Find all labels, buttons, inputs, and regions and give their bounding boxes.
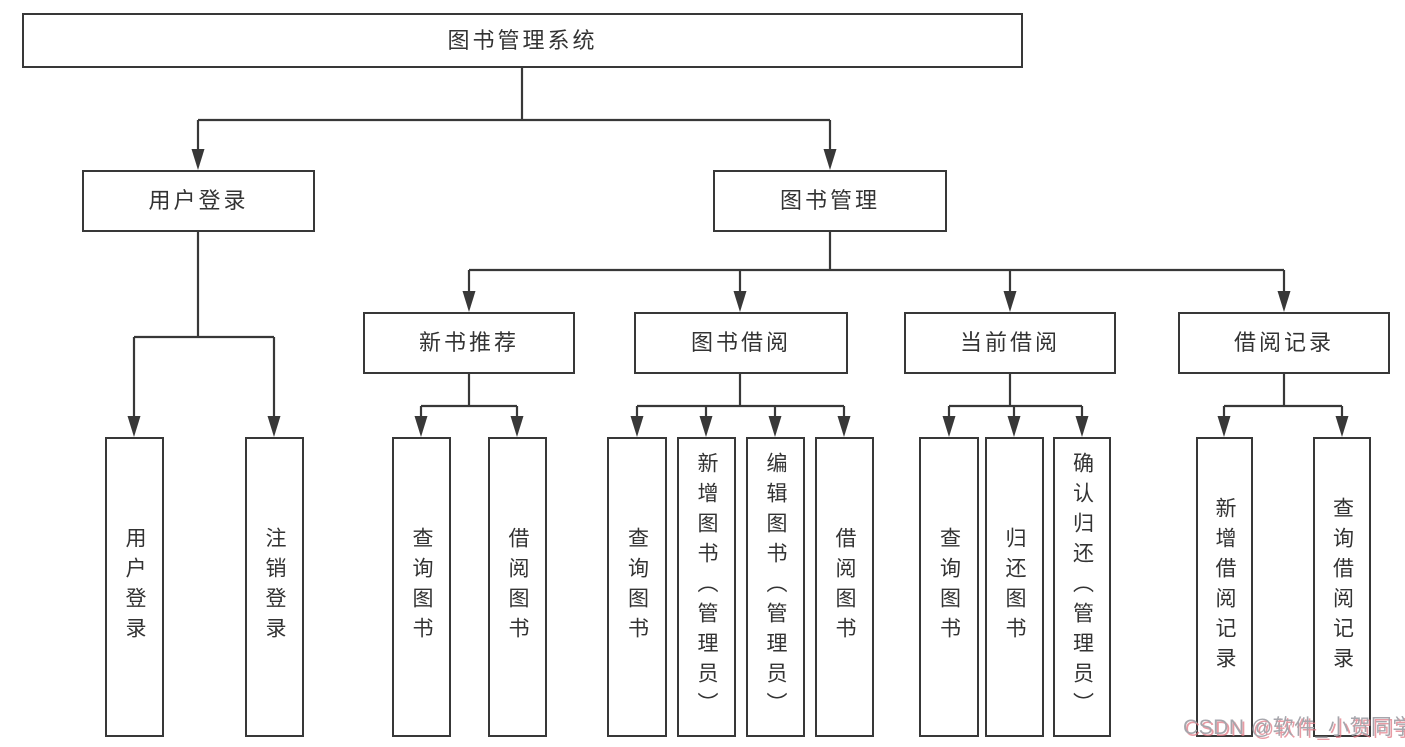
leaf-logout: 注销登录 xyxy=(245,437,304,737)
leaf-query-books-borrowing: 查询图书 xyxy=(607,437,667,737)
leaf-edit-books-admin: 编辑图书（管理员） xyxy=(746,437,805,737)
leaf-query-books-recommend: 查询图书 xyxy=(392,437,451,737)
connector-book-management-to-level3 xyxy=(467,232,1286,293)
connector-current-borrow-to-leaves xyxy=(947,374,1084,418)
connector-new-book-to-leaves xyxy=(419,374,519,418)
leaf-query-borrow-record: 查询借阅记录 xyxy=(1313,437,1371,737)
node-book-borrowing: 图书借阅 xyxy=(634,312,848,374)
leaf-confirm-return-admin: 确认归还（管理员） xyxy=(1053,437,1111,737)
connector-user-login-to-leaves xyxy=(132,232,276,418)
node-library-management-system: 图书管理系统 xyxy=(22,13,1023,68)
leaf-add-borrow-record: 新增借阅记录 xyxy=(1196,437,1253,737)
leaf-add-books-admin: 新增图书（管理员） xyxy=(677,437,736,737)
csdn-watermark: CSDN @软件_小贺同学 xyxy=(1183,716,1405,739)
connector-book-borrow-to-leaves xyxy=(635,374,846,418)
connector-root-to-level2 xyxy=(196,68,832,151)
leaf-borrow-books: 借阅图书 xyxy=(815,437,874,737)
node-user-login: 用户登录 xyxy=(82,170,315,232)
leaf-user-login: 用户登录 xyxy=(105,437,164,737)
leaf-query-books-current: 查询图书 xyxy=(919,437,979,737)
node-current-borrowing: 当前借阅 xyxy=(904,312,1116,374)
node-book-management: 图书管理 xyxy=(713,170,947,232)
connector-borrow-record-to-leaves xyxy=(1222,374,1344,418)
leaf-return-books: 归还图书 xyxy=(985,437,1044,737)
leaf-borrow-books-recommend: 借阅图书 xyxy=(488,437,547,737)
node-new-book-recommendation: 新书推荐 xyxy=(363,312,575,374)
node-borrowing-records: 借阅记录 xyxy=(1178,312,1390,374)
